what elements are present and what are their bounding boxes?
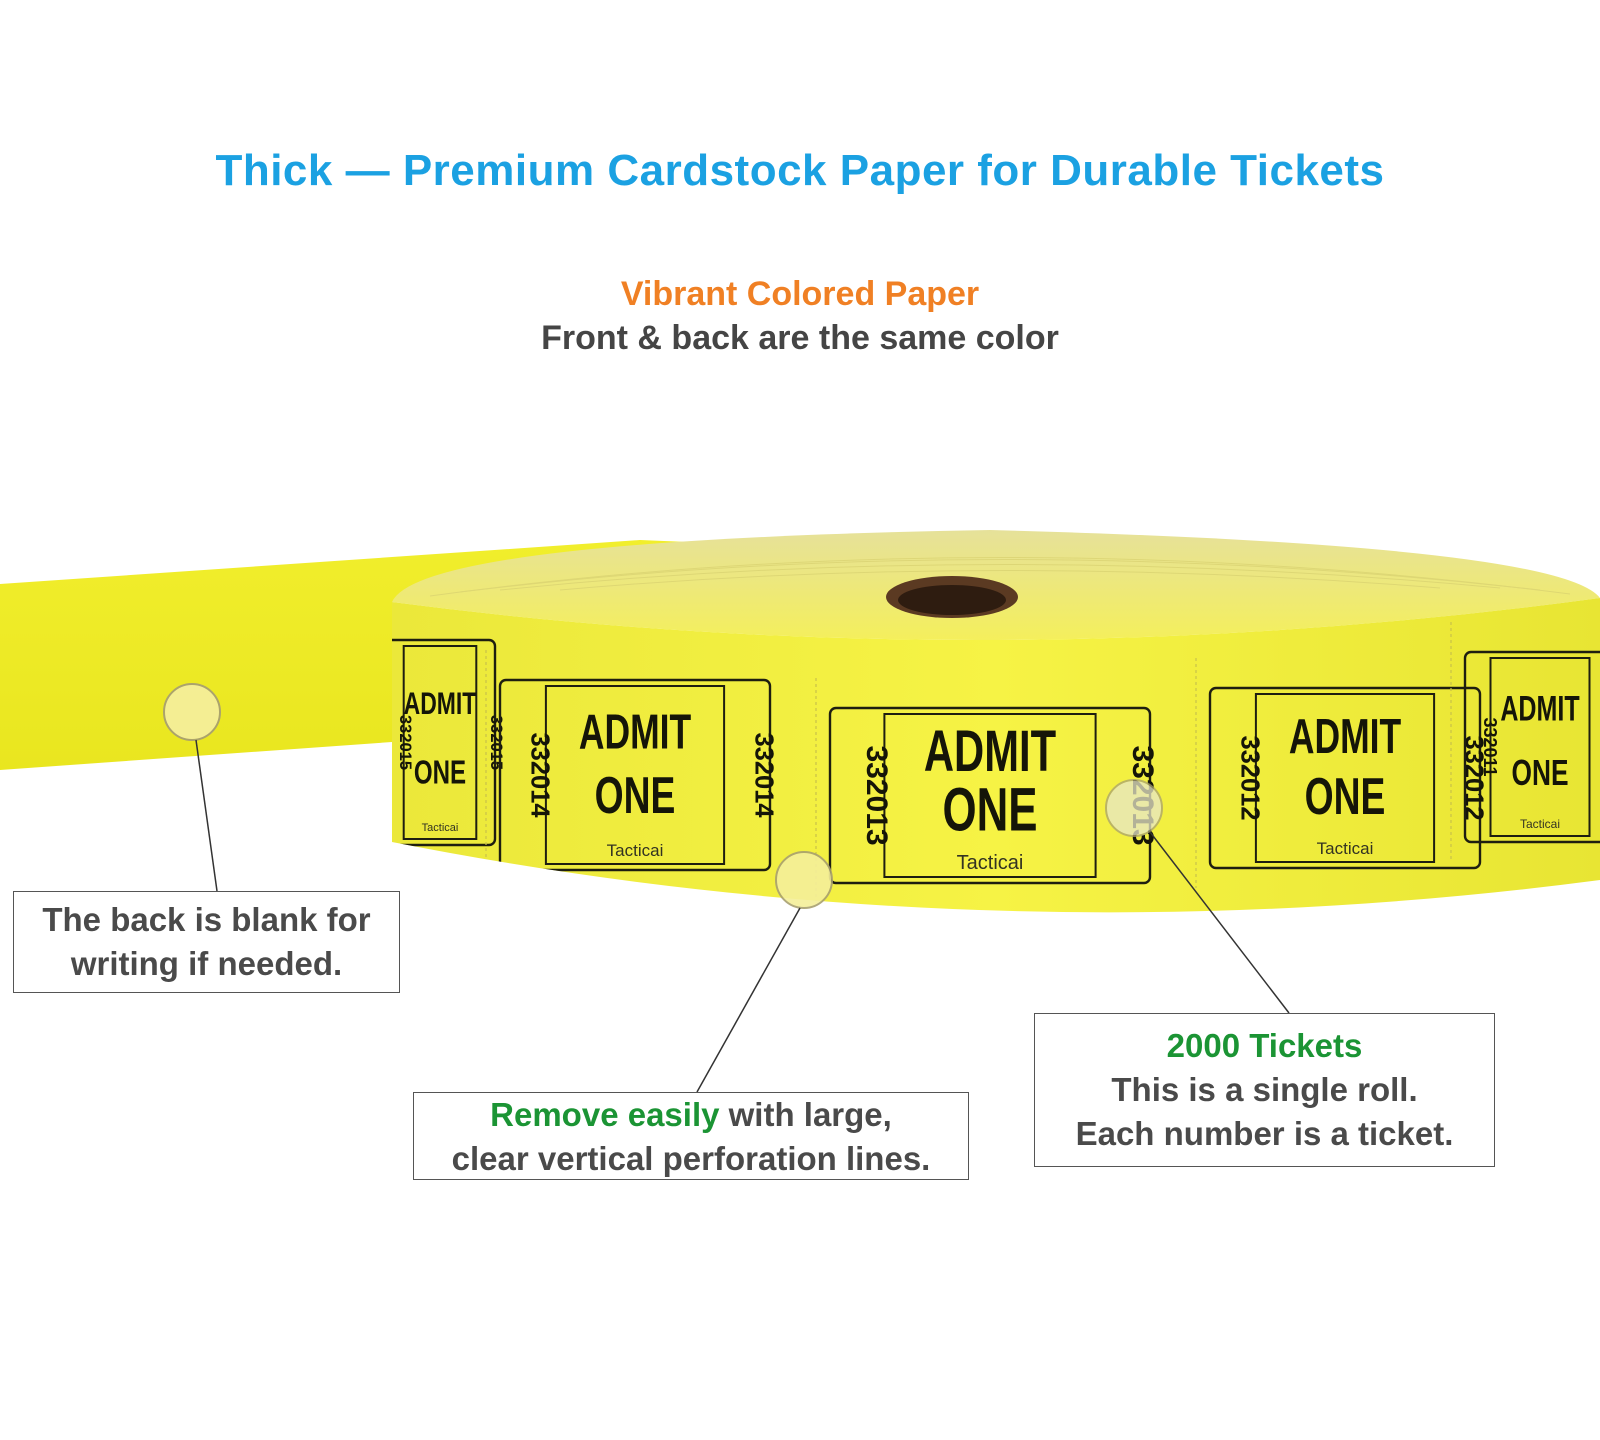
number-detail-marker	[1105, 779, 1163, 837]
ticket-number-text: 332011	[1480, 717, 1500, 776]
ticket-brand-text: Tacticai	[422, 822, 459, 834]
ticket-number-text: 332012	[1235, 735, 1263, 820]
ticket: ADMIT ONE Tacticai 332015 332015	[392, 638, 505, 847]
ticket-admit-text: ADMIT	[1289, 709, 1401, 764]
ticket: ADMITONETacticai332011332011	[1450, 622, 1600, 862]
ticket-one-text: ONE	[1511, 752, 1568, 793]
ticket-number-text: 332015	[396, 715, 414, 770]
subheading-text: Front & back are the same color	[541, 319, 1059, 357]
ticket-number-text: 332014	[525, 732, 553, 818]
ticket-border	[1208, 686, 1482, 870]
ticket-brand-text: Tacticai	[1317, 839, 1374, 858]
ticket-one-text: ONE	[1305, 767, 1386, 826]
page-title: Thick — Premium Cardstock Paper for Dura…	[215, 146, 1385, 195]
ticket-panel	[1489, 657, 1591, 837]
ticket-admit-text: ADMIT	[404, 685, 477, 721]
callout-ticket-count: 2000 Tickets This is a single roll. Each…	[1034, 1013, 1495, 1167]
ticket-panel	[1254, 693, 1436, 863]
callout-back-line2: writing if needed.	[70, 945, 343, 982]
ticket-brand-text: Tacticai	[607, 841, 664, 860]
ticket-admit-text: ADMIT	[579, 705, 691, 760]
ticket-number-text: 332013	[860, 745, 893, 845]
callout-remove-rest: with large,	[719, 1096, 892, 1133]
ticket: ADMIT ONE Tacticai 332014 332014	[485, 650, 778, 890]
ticket-panel	[544, 685, 726, 865]
ticket-panel	[883, 713, 1097, 878]
perforation-detail-marker	[775, 851, 833, 909]
callout-count-line2: Each number is a ticket.	[1075, 1115, 1454, 1152]
back-detail-marker	[163, 683, 221, 741]
ticket-panel	[402, 645, 478, 840]
callout-remove-highlight: Remove easily	[490, 1096, 720, 1133]
subheading: Vibrant Colored Paper Front & back are t…	[0, 272, 1600, 360]
ticket-border	[498, 678, 772, 872]
ticket-one-text: ONE	[595, 766, 676, 825]
ticket-one-text: ONE	[943, 777, 1038, 845]
ticket-border	[1463, 650, 1600, 844]
callout-remove-line2: clear vertical perforation lines.	[451, 1140, 931, 1177]
ticket-admit-text: ADMIT	[1500, 691, 1580, 729]
roll-side	[392, 598, 1600, 913]
ticket-brand-text: Tacticai	[957, 852, 1024, 874]
subheading-accent: Vibrant Colored Paper	[620, 275, 980, 313]
ticket-one-text: ONE	[414, 755, 466, 792]
ticket-number-text: 332015	[487, 715, 505, 770]
ticket-admit-text: ADMIT	[924, 718, 1056, 783]
callout-count-highlight: 2000 Tickets	[1166, 1027, 1363, 1064]
ticket-border	[392, 638, 497, 847]
callout-count-line1: This is a single roll.	[1111, 1071, 1418, 1108]
callout-perforation: Remove easily with large, clear vertical…	[413, 1092, 969, 1180]
callout-back-line1: The back is blank for	[42, 901, 371, 938]
ticket-number-text: 332014	[750, 732, 778, 818]
ticket-brand-text: Tacticai	[1520, 817, 1560, 831]
callout-blank-back: The back is blank for writing if needed.	[13, 891, 400, 993]
